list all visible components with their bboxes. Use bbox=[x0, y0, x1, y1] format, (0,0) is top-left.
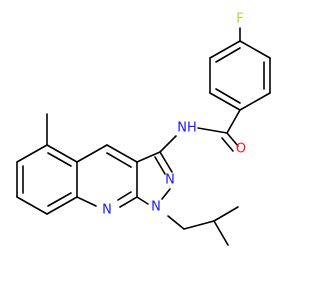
bond bbox=[136, 151, 161, 163]
bond bbox=[46, 196, 78, 215]
bond bbox=[76, 196, 97, 207]
bond bbox=[167, 215, 185, 230]
bond bbox=[226, 109, 241, 134]
bond bbox=[209, 40, 241, 59]
bond bbox=[215, 88, 241, 104]
carbonyl-oxygen-label: O bbox=[236, 142, 246, 157]
bond bbox=[117, 191, 132, 201]
bond bbox=[209, 92, 241, 111]
bond bbox=[197, 127, 228, 134]
bond bbox=[154, 156, 166, 175]
bond bbox=[159, 135, 177, 153]
atom-labels: F NH O N N N bbox=[102, 12, 246, 218]
bond bbox=[47, 192, 72, 207]
bond bbox=[47, 152, 72, 167]
bond bbox=[161, 188, 171, 200]
bond bbox=[16, 144, 48, 163]
pyrazole-n2-label: N bbox=[165, 173, 175, 188]
bond bbox=[106, 152, 132, 168]
bond bbox=[46, 144, 78, 163]
bond bbox=[215, 47, 241, 63]
molecule-diagram: F NH O N N N bbox=[16, 12, 271, 246]
bond bbox=[136, 196, 149, 205]
bond bbox=[106, 144, 138, 163]
bonds bbox=[16, 27, 271, 246]
bond bbox=[213, 220, 229, 246]
fluorine-label: F bbox=[236, 12, 243, 27]
bond bbox=[239, 40, 271, 59]
bond bbox=[226, 132, 239, 147]
structure-svg: F NH O N N N bbox=[16, 12, 271, 246]
bond bbox=[159, 151, 173, 173]
bond bbox=[16, 196, 48, 215]
amide-nh-label: NH bbox=[177, 121, 197, 136]
bond bbox=[76, 144, 108, 163]
pyrazole-n1-label: N bbox=[151, 200, 161, 215]
bond bbox=[119, 196, 138, 208]
bond bbox=[239, 92, 271, 111]
quinoline-nitrogen-label: N bbox=[102, 203, 112, 218]
bond bbox=[213, 206, 239, 222]
bond bbox=[221, 137, 234, 152]
bond bbox=[183, 220, 215, 230]
